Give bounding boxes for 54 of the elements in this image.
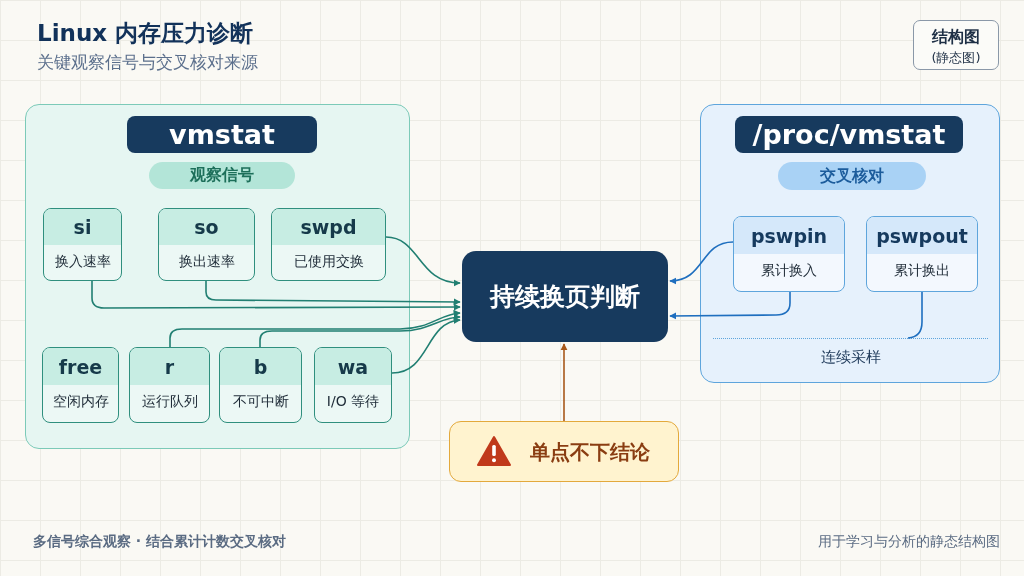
sampling-line: 连续采样	[713, 338, 988, 374]
card-description: 累计换出	[893, 261, 951, 281]
signal-card	[42, 347, 119, 423]
title-pill: vmstat	[127, 116, 317, 153]
card-title: pswpout	[867, 217, 977, 254]
arrow	[669, 291, 791, 320]
panel	[25, 104, 410, 449]
tag-pill: 观察信号	[149, 162, 295, 189]
signal-card	[271, 208, 386, 281]
badge-box	[913, 20, 999, 70]
card-title: so	[159, 209, 254, 245]
card-title: pswpin	[734, 217, 844, 254]
arrow	[91, 280, 461, 311]
signal-card	[158, 208, 255, 281]
arrow	[385, 236, 461, 286]
card-title: swpd	[272, 209, 385, 245]
panel	[700, 104, 1000, 383]
signal-card	[314, 347, 392, 423]
card-description: 不可中断	[231, 392, 290, 412]
badge-subtitle: (静态图)	[930, 49, 982, 67]
card-title: b	[220, 348, 301, 385]
warning-text: 单点不下结论	[530, 439, 650, 466]
badge-title: 结构图	[931, 27, 981, 48]
footer-note: 多信号综合观察 · 结合累计计数交叉核对	[33, 533, 287, 551]
card-description: 换入速率	[53, 251, 112, 271]
footer-note: 用于学习与分析的静态结构图	[818, 533, 1000, 551]
title: Linux 内存压力诊断	[37, 19, 254, 48]
connector	[907, 291, 923, 339]
card-title: free	[43, 348, 118, 385]
title-pill: /proc/vmstat	[735, 116, 963, 153]
subtitle: 关键观察信号与交叉核对来源	[37, 51, 258, 74]
arrow	[560, 343, 568, 422]
card-description: I/O 等待	[325, 392, 381, 412]
card-description: 空闲内存	[51, 392, 110, 412]
signal-card	[219, 347, 302, 423]
decision-box: 持续换页判断	[462, 251, 668, 342]
arrow	[205, 280, 461, 306]
arrow	[169, 310, 461, 348]
card-description: 已使用交换	[292, 251, 365, 271]
card-description: 累计换入	[760, 261, 818, 281]
warning-box	[449, 421, 679, 482]
card-description: 换出速率	[177, 251, 236, 271]
tag-pill: 交叉核对	[778, 162, 926, 190]
signal-card	[43, 208, 122, 281]
signal-card	[129, 347, 210, 423]
arrow	[259, 313, 461, 348]
arrow	[391, 317, 461, 374]
counter-card	[733, 216, 845, 292]
arrow	[669, 241, 734, 284]
counter-card	[866, 216, 978, 292]
card-title: si	[44, 209, 121, 245]
card-title: wa	[315, 348, 391, 385]
card-description: 运行队列	[140, 392, 199, 412]
card-title: r	[130, 348, 209, 385]
